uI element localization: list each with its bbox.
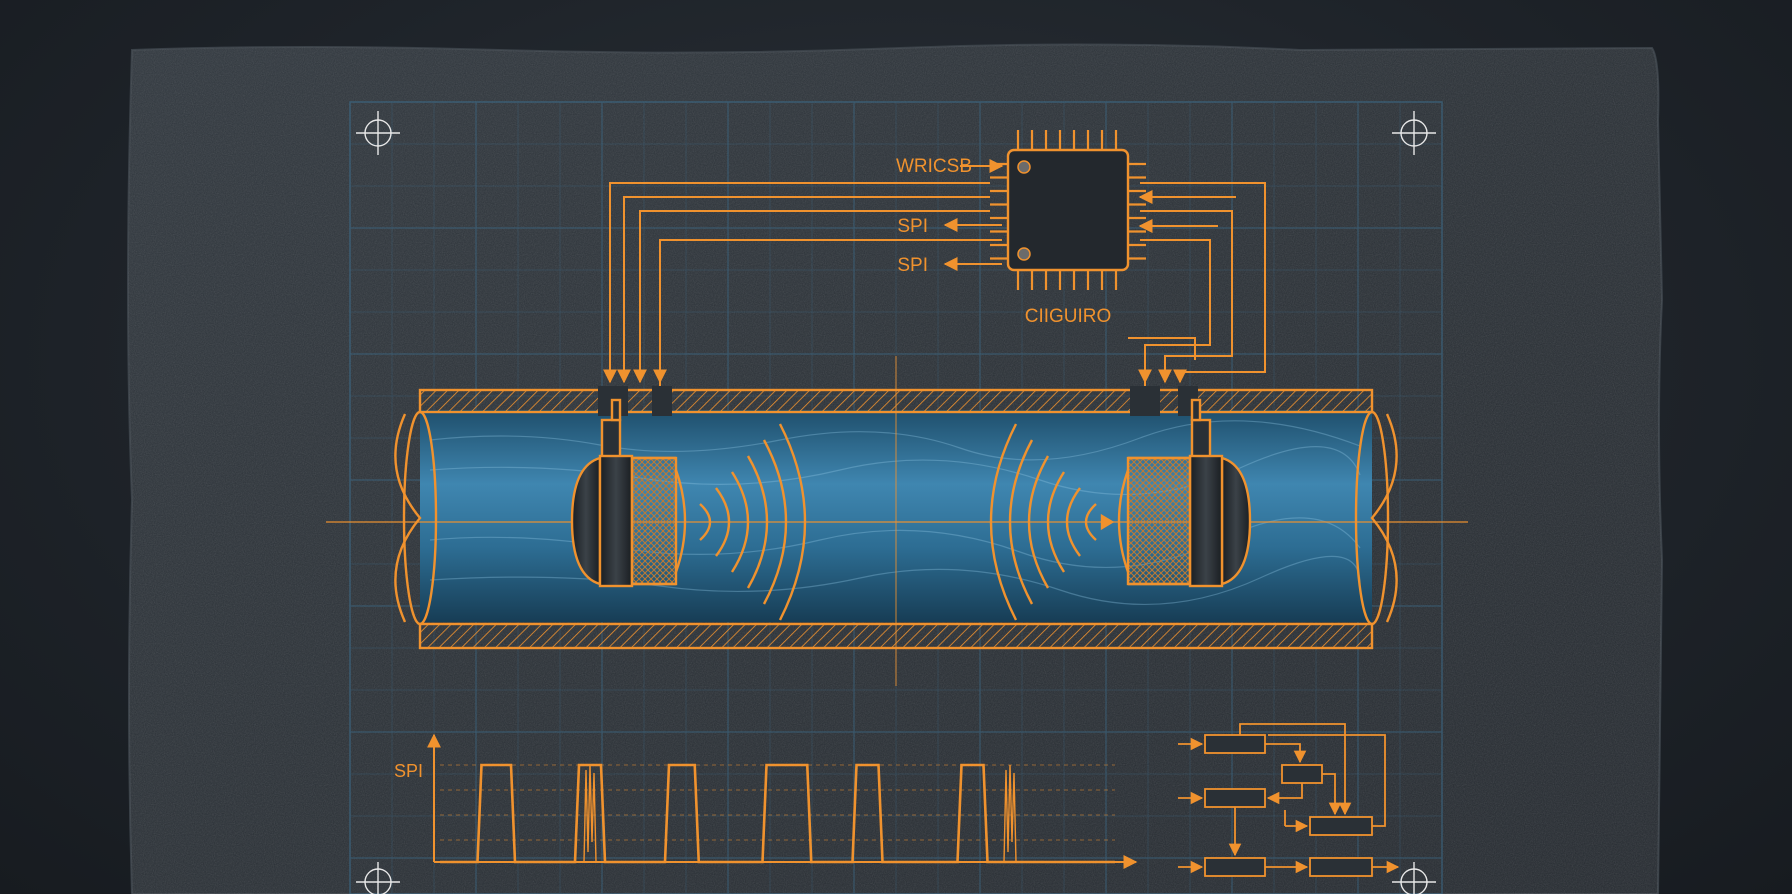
signal-glitch-marks xyxy=(583,764,1017,863)
sound-wave-arc xyxy=(1065,487,1081,557)
sound-wave-arc xyxy=(762,439,788,605)
grid-border xyxy=(349,101,1443,894)
sound-wave-arc xyxy=(730,471,750,573)
sound-wave-arc xyxy=(989,423,1018,621)
sound-wave-arc xyxy=(746,455,769,589)
waveform-axis-label: SPI xyxy=(394,761,423,781)
glitch-mark xyxy=(583,764,597,863)
sound-wave-arc xyxy=(1008,439,1034,605)
waveform-chart: SPI xyxy=(394,733,1138,869)
glitch-mark xyxy=(1003,764,1017,863)
chip-left-top-label: WRICSB xyxy=(896,156,972,177)
sound-wave-arc xyxy=(778,423,807,621)
crosshair-icon xyxy=(356,111,1436,894)
pipe xyxy=(326,356,1468,686)
sound-wave-arc xyxy=(1027,455,1050,589)
spi-label-1: SPI xyxy=(897,216,928,237)
control-block-diagram xyxy=(1178,723,1400,877)
spi-label-2: SPI xyxy=(897,255,928,276)
sound-wave-icon xyxy=(699,423,1115,621)
signal-wires xyxy=(603,159,1266,452)
chip-bottom-label: CIIGUIRO xyxy=(1025,306,1112,327)
arrow-icon xyxy=(1100,513,1115,531)
sound-wave-arc xyxy=(1046,471,1066,573)
sound-wave-arc xyxy=(699,503,712,541)
sound-wave-arc xyxy=(1084,503,1097,541)
sound-wave-arc xyxy=(715,487,731,557)
square-wave-trace xyxy=(440,763,1115,864)
transducer-icon xyxy=(570,398,1252,588)
microcontroller-icon xyxy=(990,130,1146,290)
